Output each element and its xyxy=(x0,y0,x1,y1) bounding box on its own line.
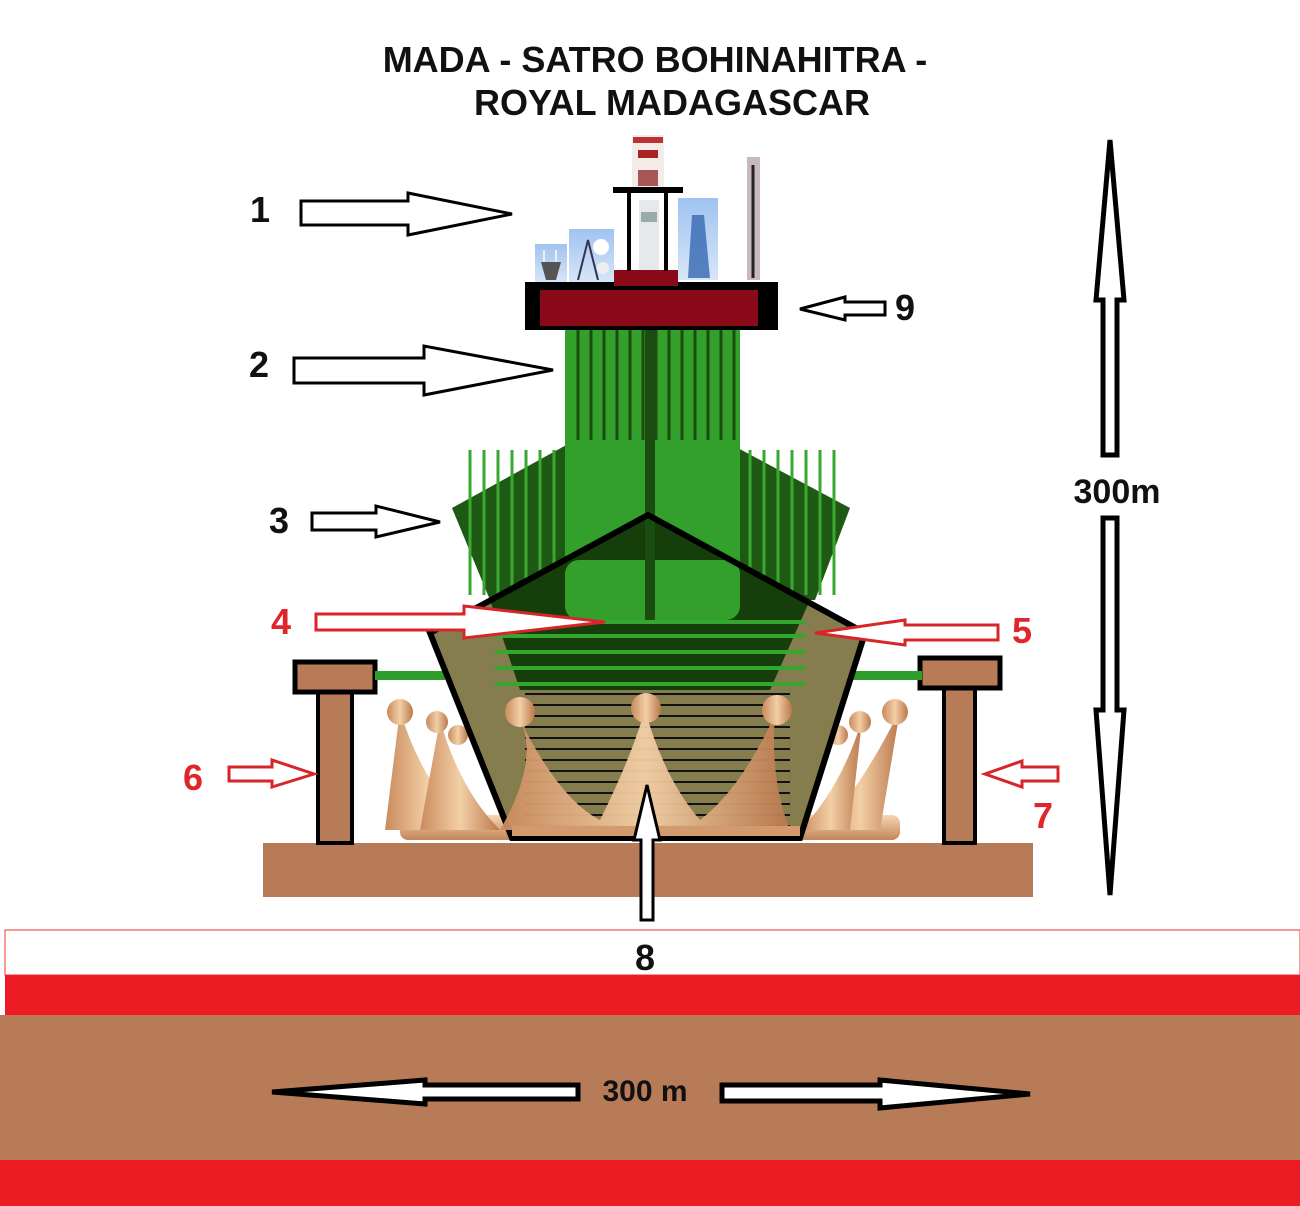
title-line-1: MADA - SATRO BOHINAHITRA - xyxy=(383,39,928,80)
antenna-tower-icon xyxy=(678,198,718,280)
width-dimension-arrow xyxy=(271,1077,1031,1111)
radar-icon xyxy=(632,135,664,187)
arrow-8 xyxy=(632,784,662,922)
arrow-1 xyxy=(299,191,513,237)
callout-label-9: 9 xyxy=(895,287,915,328)
arrow-3 xyxy=(310,504,441,539)
callout-label-1: 1 xyxy=(250,189,270,230)
left-pillar xyxy=(292,659,378,845)
height-label: 300m xyxy=(1074,473,1161,511)
right-pillar xyxy=(917,655,1003,845)
callout-label-7: 7 xyxy=(1033,795,1053,836)
control-tower-icon xyxy=(613,187,683,271)
callout-label-4: 4 xyxy=(271,601,291,642)
arrow-5 xyxy=(814,618,1000,647)
red-callout-arrows xyxy=(227,604,1060,790)
mast-icon xyxy=(747,157,760,280)
ground xyxy=(0,929,1300,1206)
top-deck xyxy=(525,270,778,330)
arrow-6 xyxy=(227,757,319,790)
antenna-array xyxy=(535,135,760,282)
callout-arrows xyxy=(292,191,887,922)
arrow-2 xyxy=(292,344,554,397)
arrow-7 xyxy=(980,758,1060,790)
left-connector-bar xyxy=(375,671,445,680)
callout-label-3: 3 xyxy=(269,500,289,541)
callout-label-2: 2 xyxy=(249,344,269,385)
antenna-tower-icon xyxy=(535,244,567,282)
title-line-2: ROYAL MADAGASCAR xyxy=(474,82,870,123)
right-connector-bar xyxy=(850,671,922,680)
callout-label-8: 8 xyxy=(635,937,655,978)
height-dimension-arrow xyxy=(1093,139,1127,896)
arrow-9 xyxy=(799,295,887,322)
width-label: 300 m xyxy=(602,1075,687,1108)
arrow-4 xyxy=(314,604,606,640)
satellite-dish-icon xyxy=(569,229,614,282)
callout-label-5: 5 xyxy=(1012,610,1032,651)
callout-label-6: 6 xyxy=(183,757,203,798)
